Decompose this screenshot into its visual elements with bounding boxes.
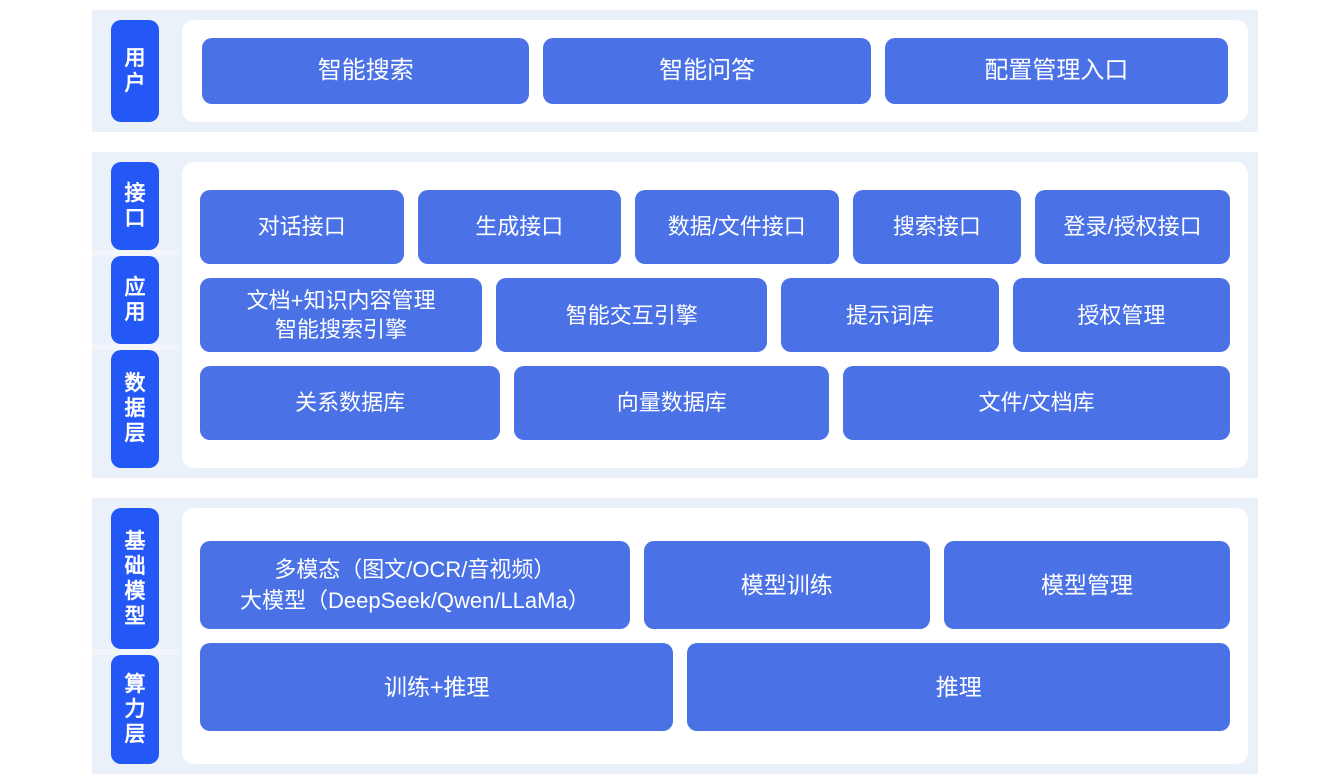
box-file-document-store[interactable]: 文件/文档库 — [843, 366, 1230, 440]
panel-base-layers: 多模态（图文/OCR/音视频） 大模型（DeepSeek/Qwen/LLaMa）… — [182, 508, 1248, 764]
row-data: 关系数据库 向量数据库 文件/文档库 — [200, 366, 1230, 440]
box-intelligent-search[interactable]: 智能搜索 — [202, 38, 530, 104]
box-intelligent-qa[interactable]: 智能问答 — [543, 38, 871, 104]
layer-badge-data-label: 数据层 — [124, 372, 146, 446]
box-generation-interface[interactable]: 生成接口 — [417, 190, 621, 264]
panel-middle-layers: 对话接口 生成接口 数据/文件接口 搜索接口 登录/授权接口 文档+知识内容管理… — [182, 162, 1248, 468]
box-intelligent-interaction-engine[interactable]: 智能交互引擎 — [496, 278, 768, 352]
box-model-management[interactable]: 模型管理 — [943, 541, 1231, 629]
row-application: 文档+知识内容管理 智能搜索引擎 智能交互引擎 提示词库 授权管理 — [200, 278, 1230, 352]
box-model-training[interactable]: 模型训练 — [643, 541, 930, 629]
layer-badge-base-model: 基础模型 — [111, 508, 159, 650]
layer-badge-application-label: 应用 — [124, 275, 146, 324]
layer-badge-base-model-label: 基础模型 — [124, 529, 146, 628]
box-login-auth-interface[interactable]: 登录/授权接口 — [1035, 190, 1230, 264]
box-inference[interactable]: 推理 — [687, 643, 1230, 731]
layer-badge-user-label: 用户 — [124, 47, 146, 95]
layer-badge-compute: 算力层 — [111, 655, 159, 764]
layer-badge-user: 用户 — [111, 20, 159, 122]
layer-badge-application: 应用 — [111, 255, 159, 344]
section-user-layer: 用户 智能搜索 智能问答 配置管理入口 — [92, 10, 1258, 132]
row-user-entries: 智能搜索 智能问答 配置管理入口 — [202, 38, 1228, 104]
box-doc-knowledge-content-management[interactable]: 文档+知识内容管理 智能搜索引擎 — [200, 278, 483, 352]
layer-badge-interface-label: 接口 — [124, 181, 146, 230]
box-relational-database[interactable]: 关系数据库 — [200, 366, 501, 440]
box-training-plus-inference[interactable]: 训练+推理 — [200, 643, 674, 731]
layer-badge-compute-label: 算力层 — [124, 673, 146, 747]
section-middle-layers: 接口 应用 数据层 对话接口 生成接口 数据/文件接口 搜索接口 登录/授权接口… — [92, 152, 1258, 478]
box-multimodal-large-model[interactable]: 多模态（图文/OCR/音视频） 大模型（DeepSeek/Qwen/LLaMa） — [200, 541, 630, 629]
box-vector-database[interactable]: 向量数据库 — [514, 366, 830, 440]
row-interface: 对话接口 生成接口 数据/文件接口 搜索接口 登录/授权接口 — [200, 190, 1230, 264]
box-search-interface[interactable]: 搜索接口 — [852, 190, 1022, 264]
box-prompt-library[interactable]: 提示词库 — [781, 278, 999, 352]
section-base-layers: 基础模型 算力层 多模态（图文/OCR/音视频） 大模型（DeepSeek/Qw… — [92, 498, 1258, 774]
rail-user: 用户 — [92, 10, 178, 132]
layer-badge-interface: 接口 — [111, 162, 159, 250]
layer-badge-data: 数据层 — [111, 349, 159, 469]
row-base-model: 多模态（图文/OCR/音视频） 大模型（DeepSeek/Qwen/LLaMa）… — [200, 541, 1231, 629]
rail-divider — [92, 649, 178, 656]
box-config-management-entry[interactable]: 配置管理入口 — [884, 38, 1228, 104]
rail-divider — [92, 343, 178, 350]
rail-divider — [92, 249, 178, 256]
rail-middle: 接口 应用 数据层 — [92, 152, 178, 478]
panel-user-layer: 智能搜索 智能问答 配置管理入口 — [182, 20, 1248, 122]
box-dialog-interface[interactable]: 对话接口 — [200, 190, 404, 264]
rail-base: 基础模型 算力层 — [92, 498, 178, 774]
row-compute: 训练+推理 推理 — [200, 643, 1230, 731]
box-data-file-interface[interactable]: 数据/文件接口 — [635, 190, 839, 264]
box-authorization-management[interactable]: 授权管理 — [1012, 278, 1230, 352]
